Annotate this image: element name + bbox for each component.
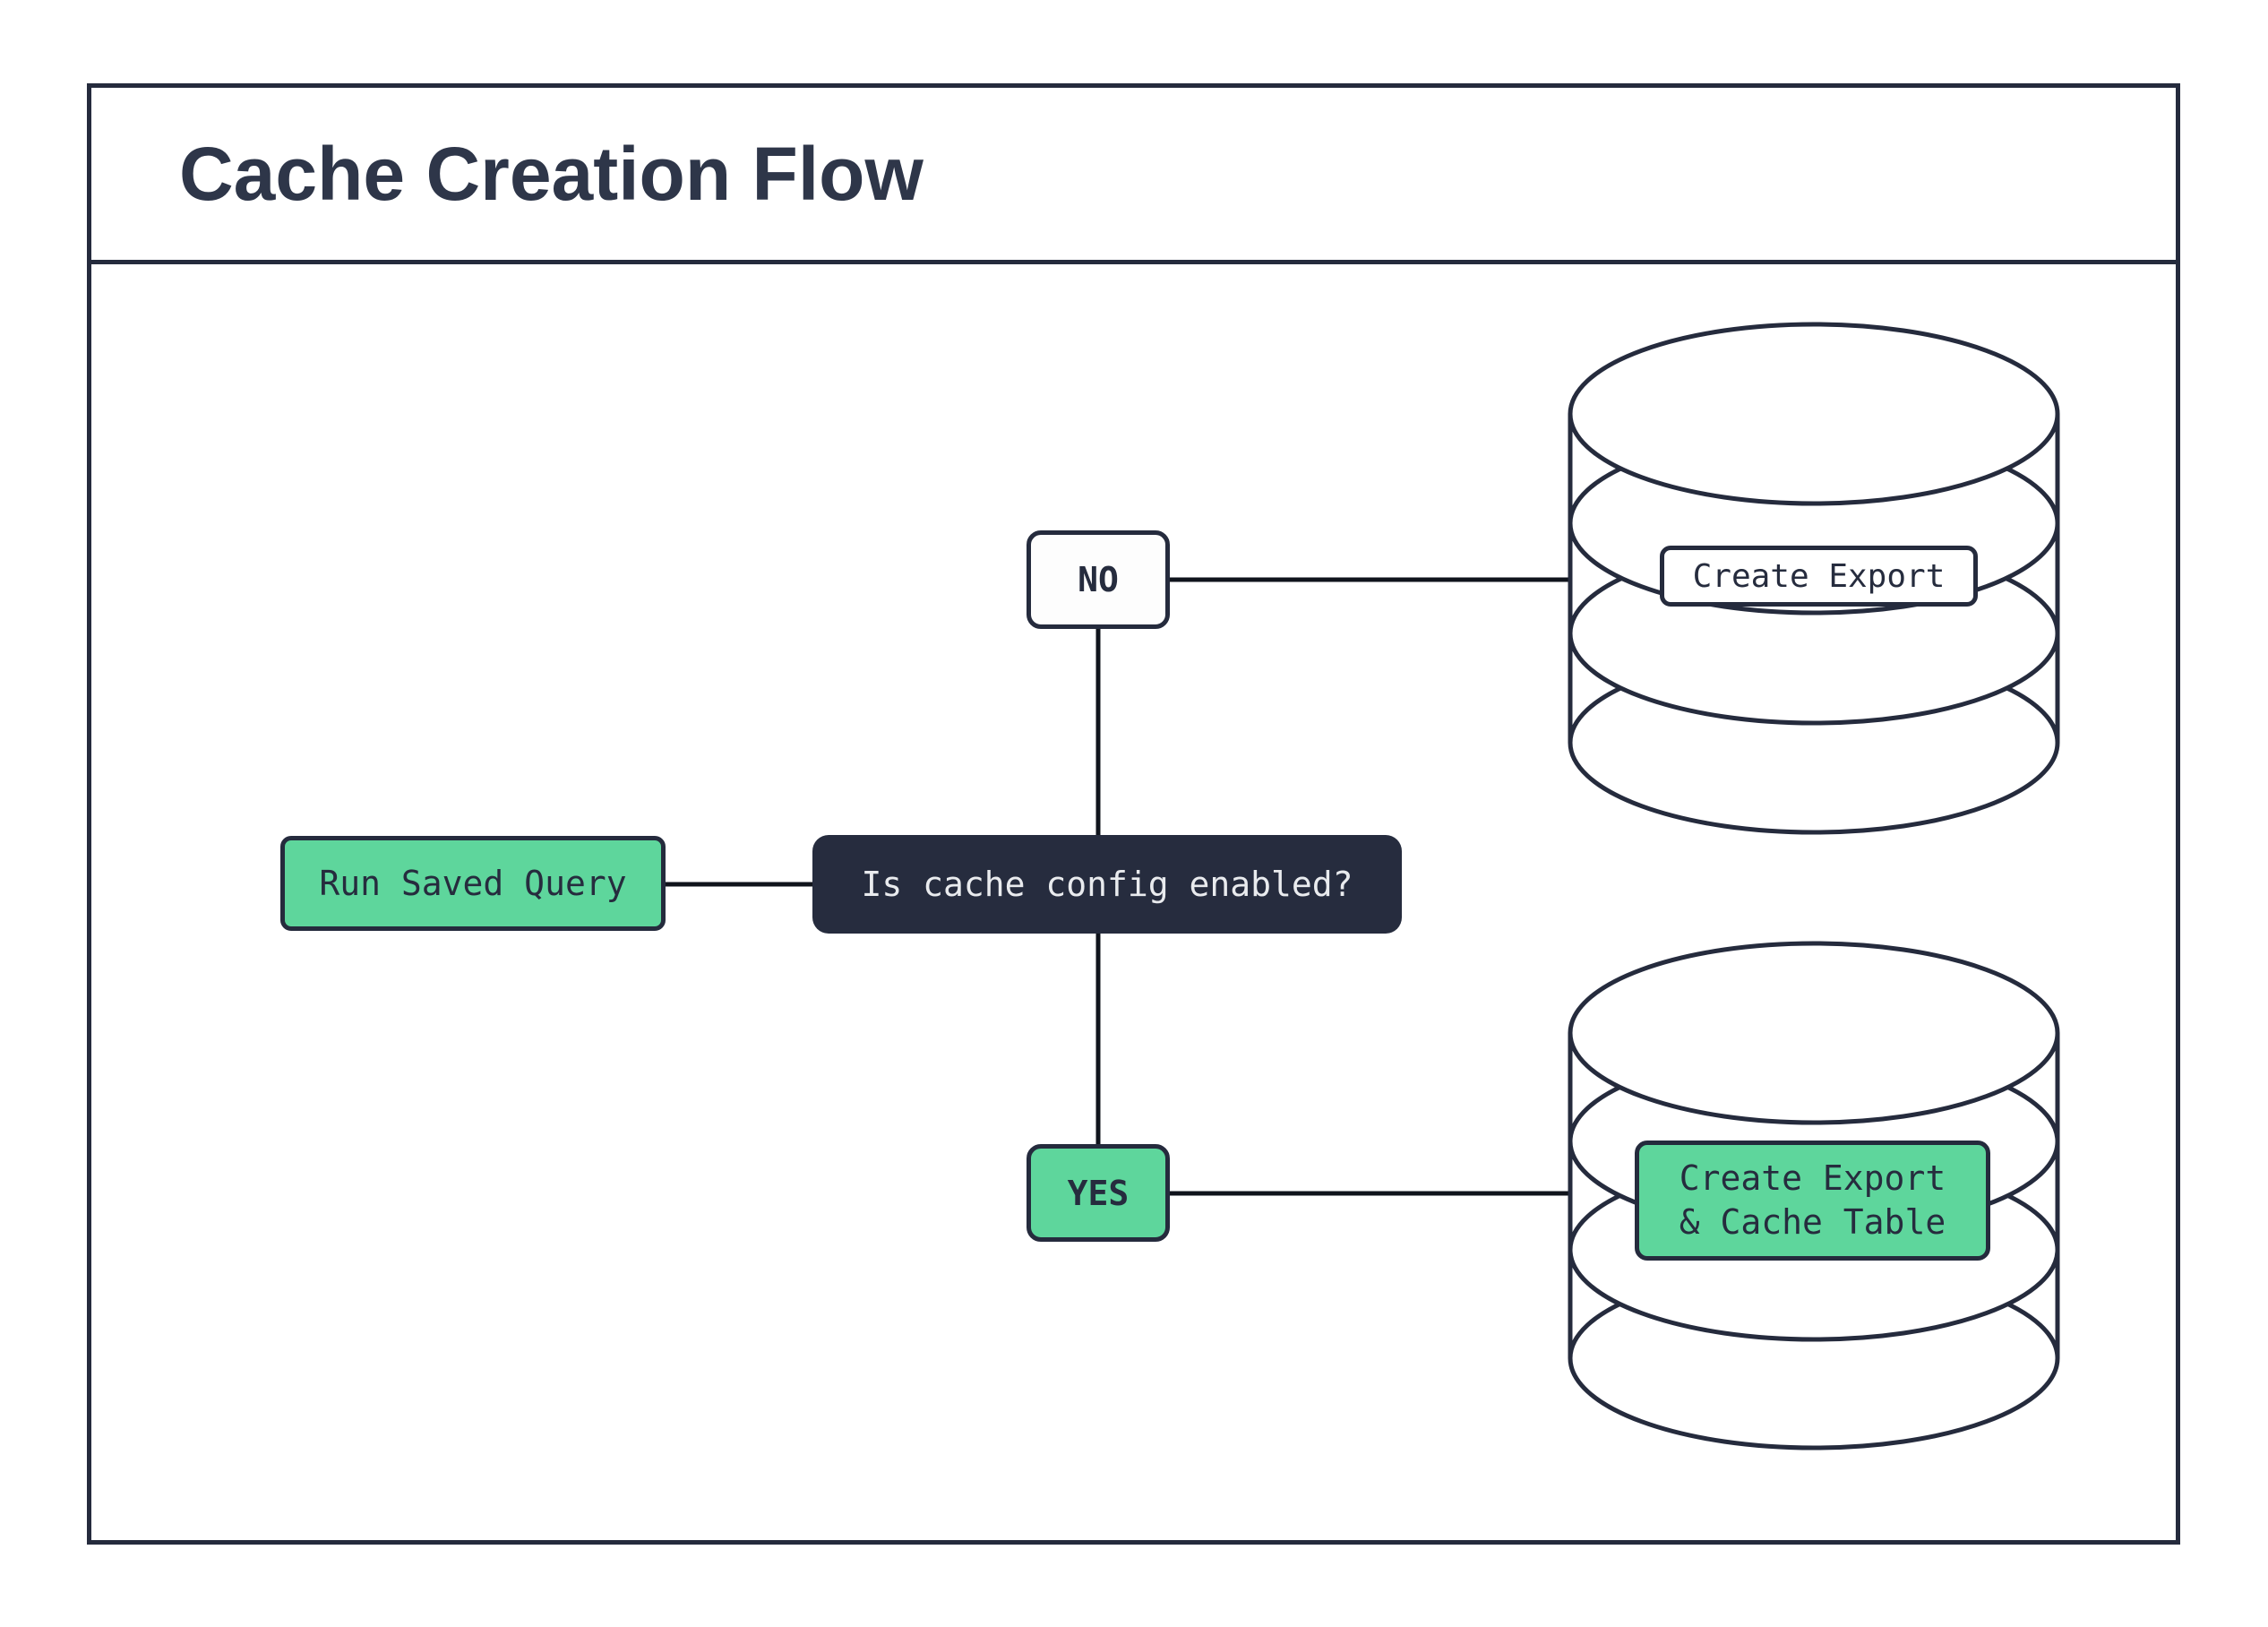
database-disc (1568, 322, 2060, 506)
connector-lines (666, 577, 1572, 1196)
page-title: Cache Creation Flow (179, 131, 924, 216)
label-create-export: Create Export (1660, 546, 1978, 607)
database-disc (1568, 941, 2060, 1125)
title-bar: Cache Creation Flow (91, 88, 2176, 264)
node-run-saved-query: Run Saved Query (280, 836, 666, 931)
diagram-frame: Cache Creation Flow (87, 83, 2180, 1545)
node-branch-yes: YES (1027, 1144, 1170, 1242)
node-cache-config-question: Is cache config enabled? (812, 835, 1402, 934)
node-branch-no: NO (1027, 530, 1170, 629)
label-create-export-cache-table: Create Export & Cache Table (1635, 1141, 1990, 1261)
